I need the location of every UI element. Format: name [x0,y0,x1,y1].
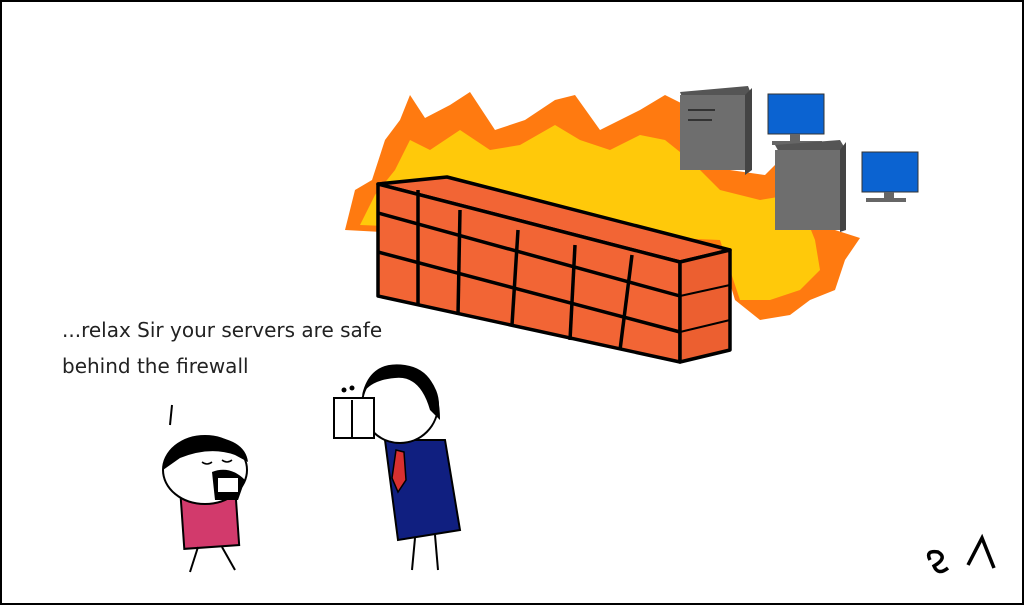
server-tower-1 [680,86,752,175]
character-boss [333,364,462,571]
speech-caption: ...relax Sir your servers are safe behin… [62,312,382,384]
monitor-1 [767,93,825,145]
caption-line-2: behind the firewall [62,354,249,378]
character-employee [162,404,248,573]
artist-signature [926,533,996,574]
caption-line-1: ...relax Sir your servers are safe [62,318,383,342]
server-tower-2 [775,140,846,232]
firewall-brick-wall [376,175,732,364]
monitor-2 [861,151,919,202]
